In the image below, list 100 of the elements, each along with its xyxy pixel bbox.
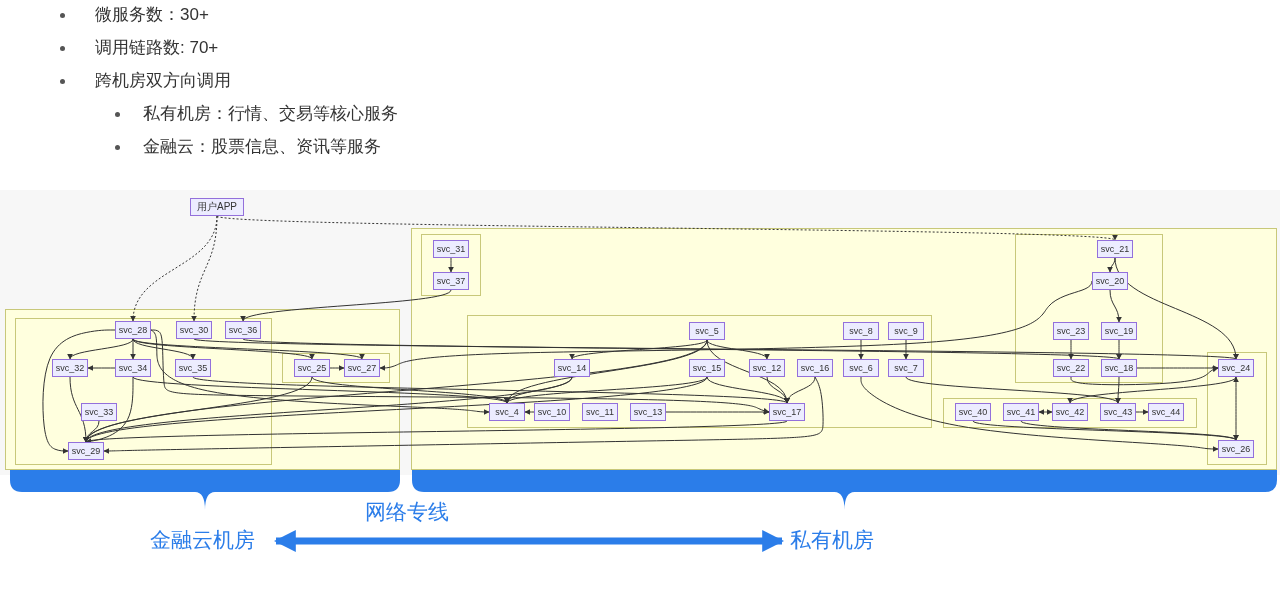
arrow [858, 339, 864, 360]
service-box: svc_9 [888, 322, 924, 340]
service-box: svc_37 [433, 272, 469, 290]
group-container [421, 234, 481, 296]
service-box: svc_28 [115, 321, 151, 339]
arrow [103, 376, 824, 454]
group-container [5, 309, 400, 470]
bullet-text: 微服务数：30+ [95, 5, 209, 25]
arrow [1070, 366, 1219, 386]
service-box: svc_13 [630, 403, 666, 421]
service-box: svc_17 [769, 403, 805, 421]
arrow [1114, 257, 1238, 360]
arrow [571, 339, 708, 360]
service-box: svc_6 [843, 359, 879, 377]
service-box: svc_5 [689, 322, 725, 340]
service-box: svc_10 [534, 403, 570, 421]
bullet-text: 跨机房双方向调用 [95, 71, 231, 91]
arrow [42, 329, 116, 454]
arrow [905, 376, 1119, 404]
service-box: svc_16 [797, 359, 833, 377]
service-box: 用户APP [190, 198, 244, 216]
arrow [85, 376, 134, 445]
group-container [282, 353, 390, 383]
arrow [706, 339, 768, 360]
bullet-text: 私有机房：行情、交易等核心服务 [143, 104, 398, 124]
service-box: svc_33 [81, 403, 117, 421]
group-container [1207, 352, 1267, 465]
service-box: svc_18 [1101, 359, 1137, 377]
arrow [87, 365, 116, 371]
site-label: 金融云机房 [150, 528, 255, 552]
arrow [1115, 376, 1122, 404]
service-box: svc_11 [582, 403, 618, 421]
service-box: svc_36 [225, 321, 261, 339]
group-container [467, 315, 932, 428]
arrow [191, 215, 218, 322]
group-container [1015, 234, 1163, 383]
group-container [943, 398, 1197, 428]
arrow [1135, 409, 1149, 415]
arrow [524, 409, 535, 415]
arrow [903, 339, 909, 360]
arrow [1107, 257, 1116, 273]
service-box: svc_24 [1218, 359, 1254, 377]
arrow [132, 376, 508, 404]
arrow [69, 338, 134, 360]
service-box: svc_4 [489, 403, 525, 421]
arrow [665, 409, 770, 415]
arrow [506, 376, 708, 404]
service-box: svc_41 [1003, 403, 1039, 421]
service-box: svc_44 [1148, 403, 1184, 421]
arrow [1109, 289, 1122, 323]
service-box: svc_40 [955, 403, 991, 421]
service-box: svc_29 [68, 442, 104, 460]
arrow [1069, 376, 1237, 404]
arrow [311, 376, 508, 404]
arrow [1038, 409, 1053, 415]
arrow [150, 329, 770, 414]
group-container [411, 228, 1277, 470]
arrow [1068, 339, 1074, 360]
service-box: svc_8 [843, 322, 879, 340]
group-container [15, 318, 272, 465]
bullet-text: 金融云：股票信息、资讯等服务 [143, 137, 381, 157]
service-box: svc_35 [175, 359, 211, 377]
service-box: svc_15 [689, 359, 725, 377]
arrow [242, 289, 452, 322]
arrow [242, 338, 1120, 362]
service-box: svc_12 [749, 359, 785, 377]
service-box: svc_27 [344, 359, 380, 377]
arrow [1116, 339, 1122, 360]
double-arrow [273, 530, 785, 552]
service-box: svc_20 [1092, 272, 1128, 290]
service-box: svc_31 [433, 240, 469, 258]
service-box: svc_19 [1101, 322, 1137, 340]
service-box: svc_42 [1052, 403, 1088, 421]
arrow [150, 329, 490, 415]
service-box: svc_32 [52, 359, 88, 377]
service-box: svc_34 [115, 359, 151, 377]
service-box: svc_43 [1100, 403, 1136, 421]
service-box: svc_26 [1218, 440, 1254, 458]
service-box: svc_25 [294, 359, 330, 377]
arrow [216, 215, 1116, 243]
edge-label: 网络专线 [363, 500, 451, 524]
arrow [85, 420, 788, 444]
arrow [132, 338, 194, 360]
service-box: svc_21 [1097, 240, 1133, 258]
arrow [193, 338, 1237, 362]
arrow [785, 376, 816, 404]
service-box: svc_7 [888, 359, 924, 377]
arrow [130, 338, 136, 360]
service-box: svc_30 [176, 321, 212, 339]
arrow [132, 338, 363, 360]
bullet-text: 调用链路数: 70+ [95, 38, 219, 58]
arrow [1020, 420, 1237, 441]
service-box: svc_23 [1053, 322, 1089, 340]
arrow [860, 376, 1219, 452]
arrow [329, 365, 345, 371]
arrow [192, 376, 788, 405]
arrow [448, 257, 454, 273]
service-box: svc_22 [1053, 359, 1089, 377]
site-label: 私有机房 [790, 528, 874, 552]
arrow [379, 280, 1093, 371]
